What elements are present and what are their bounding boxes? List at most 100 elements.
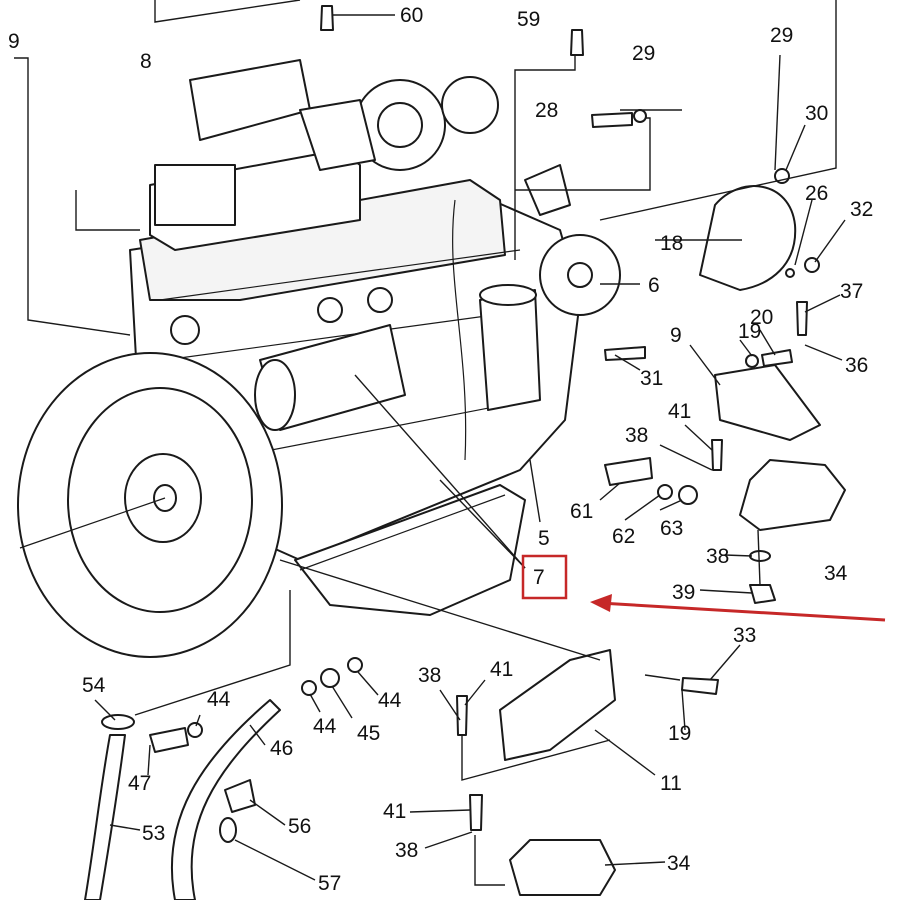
label-62: 62 <box>612 525 635 548</box>
front-mount-assembly <box>84 649 719 900</box>
fuel-module <box>154 164 236 226</box>
belt-guard <box>699 185 797 291</box>
label-59: 59 <box>517 8 540 31</box>
flywheel-assembly <box>17 352 283 658</box>
label-6: 6 <box>648 274 660 297</box>
washer-38 <box>749 550 771 562</box>
label-26: 26 <box>805 182 828 205</box>
label-5: 5 <box>538 527 550 550</box>
label-9: 9 <box>8 30 20 53</box>
bracket-plate <box>604 457 653 486</box>
label-19: 19 <box>668 722 691 745</box>
sensor-60 <box>320 5 334 31</box>
seal-54 <box>101 714 135 730</box>
label-54: 54 <box>82 674 106 697</box>
label-31: 31 <box>640 367 663 390</box>
label-38: 38 <box>625 424 648 447</box>
label-9: 9 <box>670 324 682 347</box>
sensor-59 <box>570 29 584 56</box>
bolt-41 <box>711 439 723 471</box>
highlight-arrow-line <box>599 601 886 622</box>
turbo-compressor <box>441 76 499 134</box>
highlight-box <box>521 554 568 600</box>
bolt-20 <box>761 349 793 367</box>
o-ring-44 <box>347 657 363 673</box>
nut-39 <box>749 584 776 604</box>
washer-19 <box>745 354 759 368</box>
mount-bracket <box>714 364 821 441</box>
turbocharger <box>299 76 499 171</box>
turbo-inlet <box>377 102 423 148</box>
label-46: 46 <box>270 737 293 760</box>
label-7: 7 <box>533 566 545 589</box>
label-32: 32 <box>850 198 873 221</box>
oil-filter <box>479 289 541 411</box>
label-30: 30 <box>805 102 828 125</box>
label-41: 41 <box>668 400 691 423</box>
cylinder-head <box>139 179 506 301</box>
dipstick-tube-53 <box>84 734 126 900</box>
rubber-mount-34-lower <box>509 839 616 896</box>
fitting-47 <box>149 727 189 753</box>
nut-45 <box>320 668 340 688</box>
alternator-pulley <box>567 262 593 288</box>
plug-63 <box>678 485 698 505</box>
fitting-57 <box>219 817 237 843</box>
label-36: 36 <box>845 354 868 377</box>
bolt-31 <box>604 346 646 361</box>
label-61: 61 <box>570 500 593 523</box>
label-44: 44 <box>378 689 402 712</box>
bolt-41-lower <box>456 695 468 736</box>
fasteners <box>320 5 820 831</box>
label-56: 56 <box>288 815 311 838</box>
highlight-arrowhead <box>590 594 612 612</box>
leader-lines <box>14 0 846 886</box>
label-47: 47 <box>128 772 151 795</box>
label-34: 34 <box>667 852 691 875</box>
label-38: 38 <box>706 545 729 568</box>
label-8: 8 <box>140 50 152 73</box>
callout-labels: 60 59 9 8 29 29 28 30 26 32 18 6 37 9 19… <box>8 4 873 895</box>
label-29: 29 <box>770 24 793 47</box>
label-18: 18 <box>660 232 683 255</box>
label-34: 34 <box>824 562 848 585</box>
turbo-pipe <box>299 99 376 171</box>
bolt-37 <box>796 301 808 336</box>
mount-bracket-11 <box>499 649 616 761</box>
bolt-33 <box>681 677 719 695</box>
label-37: 37 <box>840 280 863 303</box>
o-ring-44 <box>301 680 317 696</box>
starter-end-cap <box>254 359 296 431</box>
label-63: 63 <box>660 517 683 540</box>
label-20: 20 <box>750 306 773 329</box>
label-28: 28 <box>535 99 558 122</box>
core-plug <box>170 315 200 345</box>
label-11: 11 <box>660 772 682 795</box>
intake-manifold <box>189 59 311 141</box>
core-plug <box>367 287 393 313</box>
rubber-mount-34 <box>739 459 846 531</box>
washer-62 <box>657 484 673 500</box>
o-ring-44 <box>187 722 203 738</box>
label-44: 44 <box>313 715 337 738</box>
label-41: 41 <box>490 658 513 681</box>
label-38: 38 <box>395 839 418 862</box>
label-19: 19 <box>738 320 761 343</box>
core-plug <box>317 297 343 323</box>
front-accessories <box>452 164 621 461</box>
rear-mount-brackets <box>604 185 846 604</box>
washer-26 <box>785 268 795 278</box>
label-38: 38 <box>418 664 441 687</box>
bolt-41-bottom <box>469 794 483 831</box>
label-33: 33 <box>733 624 756 647</box>
label-53: 53 <box>142 822 165 845</box>
label-57: 57 <box>318 872 341 895</box>
hose-46 <box>170 699 281 900</box>
label-45: 45 <box>357 722 380 745</box>
label-39: 39 <box>672 581 695 604</box>
bolt-28 <box>591 112 633 128</box>
oil-line <box>452 199 467 461</box>
label-44: 44 <box>207 688 231 711</box>
